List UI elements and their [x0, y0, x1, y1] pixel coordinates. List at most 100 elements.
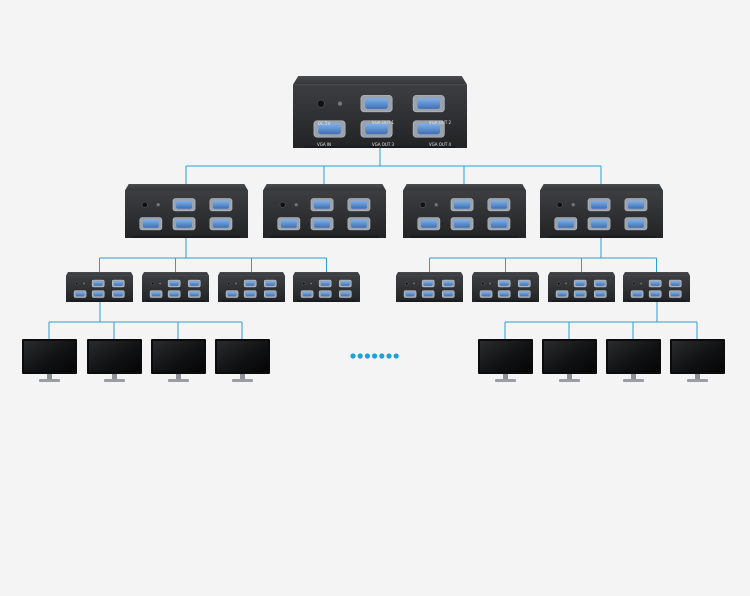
tier-1-splitter	[125, 184, 248, 238]
power-label: DC 5V	[318, 121, 331, 126]
led-icon	[572, 203, 575, 206]
monitor-left	[215, 339, 270, 382]
vga-port-icon	[500, 292, 509, 296]
monitor-stand	[623, 379, 644, 382]
device-base	[297, 300, 356, 302]
vga-port-icon	[76, 292, 85, 296]
power-jack-icon	[420, 202, 425, 207]
vga-out-4-label: VGA OUT 4	[429, 142, 452, 147]
monitor-stand	[559, 379, 580, 382]
led-icon	[157, 203, 160, 206]
monitor-stand	[39, 379, 60, 382]
vga-port-icon	[500, 281, 509, 285]
power-jack-icon	[632, 282, 635, 285]
monitor-right	[478, 339, 533, 382]
vga-port-icon	[558, 220, 574, 228]
led-icon	[159, 283, 161, 285]
vga-port-icon	[628, 201, 644, 209]
device-body	[540, 190, 663, 238]
device-body	[125, 190, 248, 238]
power-jack-icon	[280, 202, 285, 207]
vga-port-icon	[628, 220, 644, 228]
vga-port-icon	[596, 292, 605, 296]
vga-port-icon	[341, 281, 350, 285]
vga-port-icon	[213, 220, 229, 228]
monitor-neck	[503, 374, 508, 379]
device-top	[293, 76, 467, 85]
monitor-stand	[168, 379, 189, 382]
continuation-dot	[350, 353, 355, 358]
vga-port-icon	[190, 281, 199, 285]
vga-port-icon	[417, 98, 440, 109]
vga-port-icon	[444, 281, 453, 285]
device-base	[400, 300, 459, 302]
tier-2-right-splitter	[396, 272, 463, 302]
tier-1-splitter	[263, 184, 386, 238]
monitor-stand	[495, 379, 516, 382]
vga-port-icon	[365, 98, 388, 109]
vga-port-icon	[520, 292, 529, 296]
monitor-left	[22, 339, 77, 382]
vga-port-icon	[303, 292, 312, 296]
device-body	[403, 190, 526, 238]
vga-port-icon	[321, 292, 330, 296]
vga-port-icon	[170, 292, 179, 296]
monitor-neck	[567, 374, 572, 379]
monitor-neck	[695, 374, 700, 379]
vga-port-icon	[651, 292, 660, 296]
vga-port-icon	[596, 281, 605, 285]
device-base	[552, 300, 611, 302]
device-top	[263, 184, 386, 190]
device-body	[396, 276, 463, 302]
monitor-neck	[176, 374, 181, 379]
monitor-screen	[153, 341, 204, 372]
vga-port-icon	[491, 201, 507, 209]
connector-lines	[49, 148, 697, 339]
vga-port-icon	[417, 124, 440, 135]
monitor-neck	[47, 374, 52, 379]
device-base	[547, 236, 655, 238]
device-body	[66, 276, 133, 302]
vga-port-icon	[576, 292, 585, 296]
tier-1-splitter	[403, 184, 526, 238]
continuation-dot	[372, 353, 377, 358]
led-icon	[565, 283, 567, 285]
device-top	[548, 272, 615, 276]
led-icon	[413, 283, 415, 285]
monitor-screen	[672, 341, 723, 372]
device-base	[146, 300, 205, 302]
led-icon	[83, 283, 85, 285]
monitor-left	[151, 339, 206, 382]
vga-port-icon	[143, 220, 159, 228]
led-icon	[235, 283, 237, 285]
continuation-dot	[386, 353, 391, 358]
vga-port-icon	[558, 292, 567, 296]
power-jack-icon	[227, 282, 230, 285]
led-icon	[640, 283, 642, 285]
power-jack-icon	[151, 282, 154, 285]
tier-2-right-splitter	[623, 272, 690, 302]
monitor-screen	[24, 341, 75, 372]
vga-port-icon	[424, 281, 433, 285]
continuation-dot	[365, 353, 370, 358]
tier-2-left-splitter	[218, 272, 285, 302]
vga-port-icon	[176, 201, 192, 209]
vga-port-icon	[576, 281, 585, 285]
device-top	[218, 272, 285, 276]
vga-in-label: VGA IN	[317, 142, 331, 147]
vga-port-icon	[94, 281, 103, 285]
tier-2-left-splitter	[142, 272, 209, 302]
device-base	[476, 300, 535, 302]
vga-port-icon	[266, 292, 275, 296]
device-body	[548, 276, 615, 302]
vga-port-icon	[114, 292, 123, 296]
monitor-neck	[631, 374, 636, 379]
device-top	[396, 272, 463, 276]
vga-port-icon	[365, 124, 388, 135]
vga-port-icon	[633, 292, 642, 296]
vga-port-icon	[266, 281, 275, 285]
vga-port-icon	[246, 281, 255, 285]
power-jack-icon	[142, 202, 147, 207]
device-top	[66, 272, 133, 276]
monitor-group	[22, 339, 725, 382]
